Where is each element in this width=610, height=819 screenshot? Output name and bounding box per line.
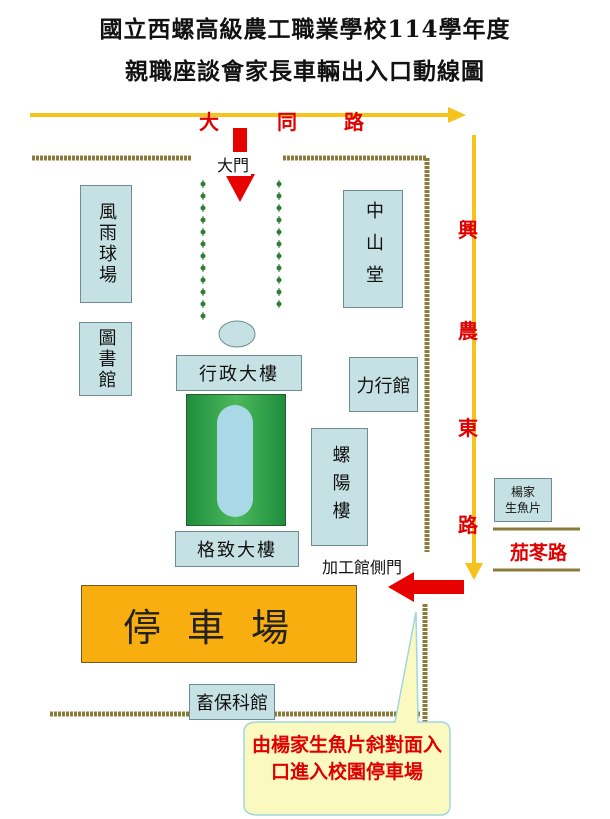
jiaodong-road-lines <box>493 527 580 572</box>
building-fengyu-court: 風雨球場 <box>80 185 132 303</box>
main-gate-label: 大門 <box>215 152 252 176</box>
building-zhongshan-hall: 中山堂 <box>343 190 403 308</box>
callout-bubble <box>243 611 451 816</box>
road-xingnong-3: 東 <box>458 416 478 440</box>
yangjia-label-2: 生魚片 <box>504 501 541 515</box>
parking-lot: 停車場 <box>81 585 357 663</box>
tree-row-left <box>200 181 206 319</box>
gezhi-label: 格致大樓 <box>197 540 277 561</box>
admin-label: 行政大樓 <box>199 364 279 385</box>
building-gezhi: 格致大樓 <box>175 531 299 567</box>
library-label: 圖書館 <box>95 327 117 391</box>
xubao-label: 畜保科館 <box>196 693 268 714</box>
tree-row-right <box>276 181 282 307</box>
side-gate-arrow <box>388 572 464 602</box>
central-garden <box>186 394 286 526</box>
datong-road-arrow <box>30 107 466 123</box>
xingnong-road-arrow <box>465 135 483 580</box>
building-lixing-hall: 力行館 <box>349 357 418 412</box>
building-xubao: 畜保科館 <box>189 684 275 720</box>
parking-label: 停車場 <box>122 605 315 650</box>
yangjia-label-1: 楊家 <box>510 485 535 499</box>
garden-path <box>217 405 253 517</box>
luoyang-label: 螺陽樓 <box>329 445 351 529</box>
yangjia-shop: 楊家 生魚片 <box>494 478 552 522</box>
road-xingnong-4: 路 <box>458 513 478 537</box>
title-line-1: 國立西螺高級農工職業學校114學年度 <box>99 16 511 43</box>
road-datong-3: 路 <box>344 110 364 134</box>
side-gate-label: 加工館側門 <box>322 558 403 577</box>
title-line-2: 親職座談會家長車輛出入口動線圖 <box>125 58 485 85</box>
building-library: 圖書館 <box>79 322 132 396</box>
road-xingnong-2: 農 <box>458 319 478 343</box>
callout-text: 由楊家生魚片斜對面入口進入校園停車場 <box>251 734 442 783</box>
building-luoyang: 螺陽樓 <box>311 428 368 546</box>
road-jiaodong: 茄苳路 <box>510 542 568 564</box>
fengyu-court-label: 風雨球場 <box>96 202 117 286</box>
road-datong-2: 同 <box>277 110 297 134</box>
building-admin: 行政大樓 <box>176 355 302 391</box>
roundabout <box>218 320 256 348</box>
lixing-hall-label: 力行館 <box>356 375 411 397</box>
road-xingnong-1: 興 <box>458 218 478 242</box>
zhongshan-hall-label: 中山堂 <box>363 201 384 297</box>
road-datong-1: 大 <box>199 110 219 134</box>
